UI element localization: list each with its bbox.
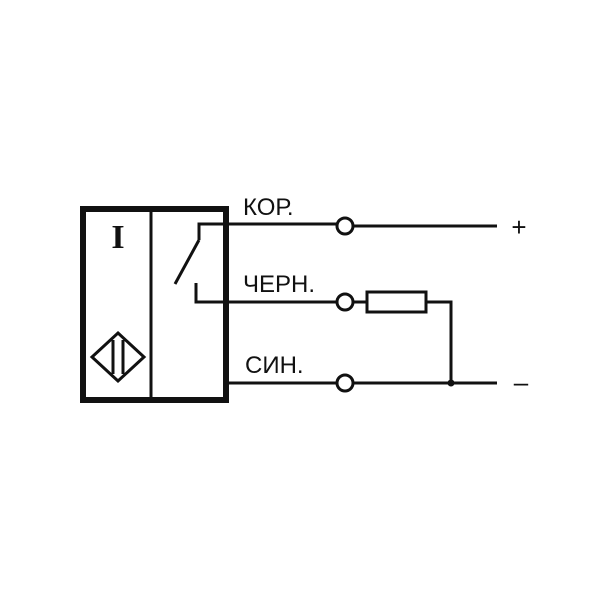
junction-dot	[447, 379, 455, 387]
terminal-blue	[335, 373, 355, 393]
sensor-housing	[80, 206, 229, 403]
wire-label-brown: КОР.	[243, 194, 294, 221]
load-resistor	[365, 290, 428, 314]
switch-contact-icon	[173, 222, 226, 304]
terminal-brown	[335, 216, 355, 236]
wire-brown: КОР. +	[226, 194, 527, 242]
wire-label-black: ЧЕРН.	[243, 271, 315, 298]
polarity-plus: +	[511, 212, 526, 242]
sensor-body: I	[80, 206, 229, 403]
sensor-type-mark: I	[111, 219, 124, 256]
terminal-black	[335, 292, 355, 312]
polarity-minus: –	[514, 367, 529, 397]
wire-blue: СИН. –	[226, 352, 529, 397]
wire-label-blue: СИН.	[245, 352, 304, 379]
wire-black: ЧЕРН.	[226, 271, 453, 382]
inductive-sensor-diamond-icon	[89, 330, 147, 384]
